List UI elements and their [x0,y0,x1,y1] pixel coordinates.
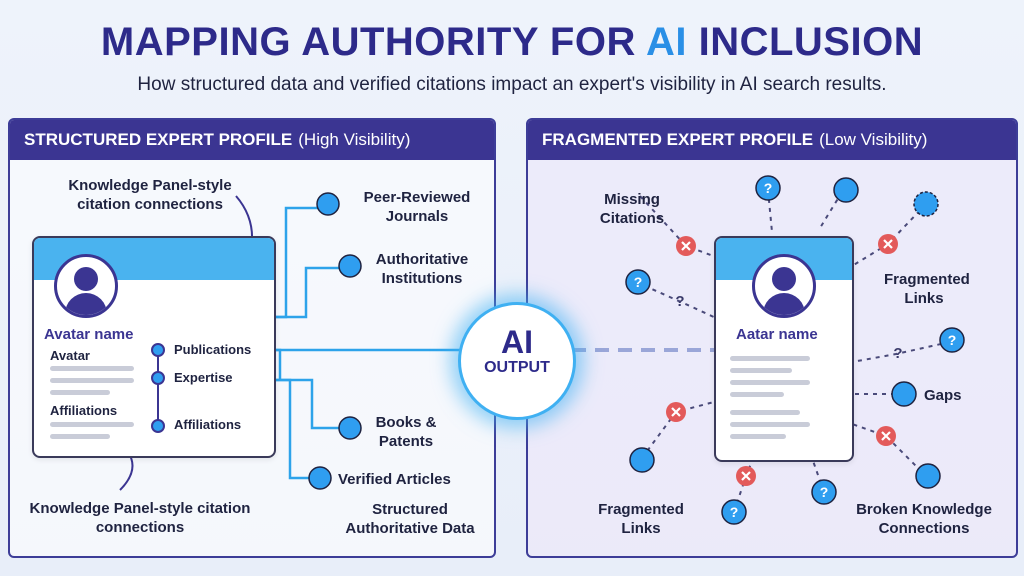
target-articles: Verified Articles [338,471,451,488]
card-item-affiliations: Affiliations [174,417,242,432]
label-fragmented-links-bottom: Fragmented Links [598,501,684,537]
bottom-annotation: Knowledge Panel-style citation connectio… [29,500,251,536]
svg-text:?: ? [730,504,739,520]
svg-text:?: ? [893,345,902,362]
label-fragmented-links-top: Fragmented Links [884,271,970,307]
field-affiliations: Affiliations [50,403,118,418]
fragment-nodes [625,175,965,525]
svg-text:?: ? [948,332,957,348]
page-subtitle: How structured data and verified citatio… [137,74,887,95]
label-broken-connections: Broken Knowledge Connections [856,501,992,537]
card-item-expertise: Expertise [174,370,233,385]
target-books: Books & Patents [375,414,437,450]
svg-text:?: ? [820,484,829,500]
avatar-name: Avatar name [44,326,134,343]
card-item-publications: Publications [174,342,252,357]
svg-text:?: ? [675,293,684,310]
target-journals: Peer-Reviewed Journals [363,189,471,225]
label-missing-citations: Missing Citations [599,191,665,227]
structured-footer: Structured Authoritative Data [345,501,475,537]
citation-nodes [308,192,362,490]
top-annotation: Knowledge Panel-style citation connectio… [68,177,232,213]
link-articles [262,378,318,480]
avatar-icon [752,254,816,318]
structured-panel-header: STRUCTURED EXPERT PROFILE(High Visibilit… [10,120,494,160]
svg-text:?: ? [764,180,773,196]
field-avatar: Avatar [50,348,90,363]
fragmented-panel-header: FRAGMENTED EXPERT PROFILE(Low Visibility… [528,120,1016,160]
target-institutions: Authoritative Institutions [375,251,469,287]
ai-output-node: AI OUTPUT [458,302,576,420]
link-institutions [262,266,348,319]
fragmented-avatar-name: Aatar name [736,326,818,343]
label-gaps: Gaps [924,387,962,404]
page-title: MAPPING AUTHORITY FOR AI INCLUSION [100,20,924,64]
avatar-icon [54,254,118,318]
svg-text:?: ? [634,274,643,290]
